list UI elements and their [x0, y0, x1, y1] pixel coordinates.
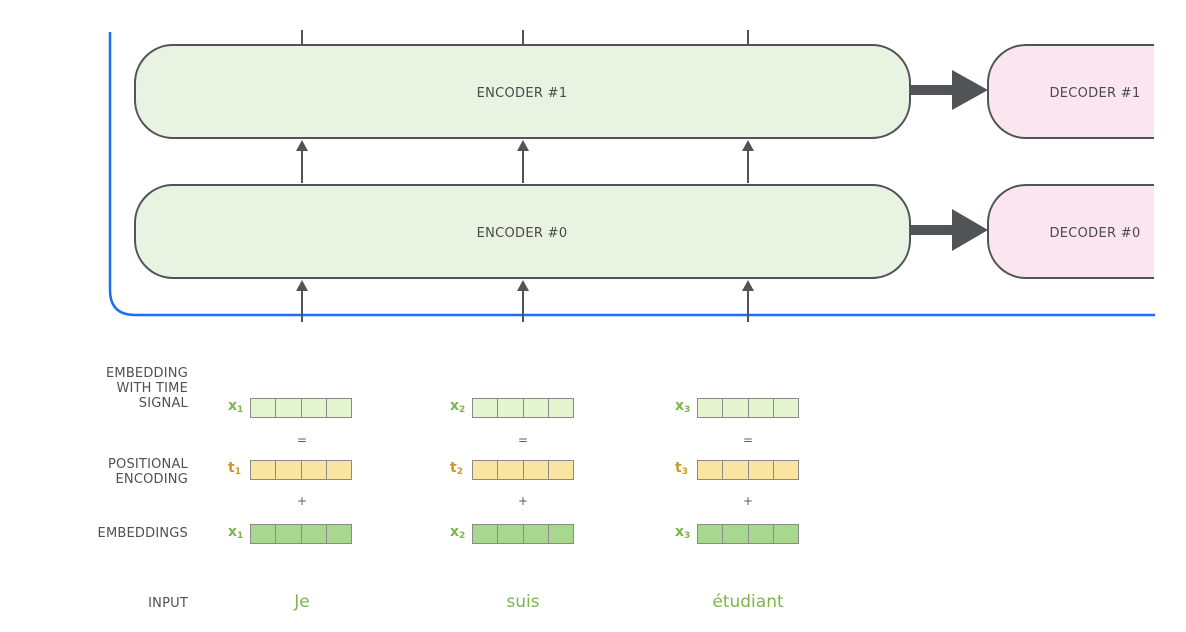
row-label-positional-encoding: POSITIONAL ENCODING — [107, 457, 188, 487]
vector-cell — [723, 461, 749, 479]
decoder-1-label: DECODER #1 — [1049, 86, 1140, 101]
vector-cell — [698, 399, 724, 417]
vector-cell — [773, 399, 798, 417]
token-3-equals: = — [742, 433, 754, 447]
encoder-0-to-decoder-0-arrow — [910, 209, 988, 251]
vector-cell — [523, 461, 549, 479]
token-2-embedding-label: x2 — [450, 524, 466, 541]
vector-cell — [723, 399, 749, 417]
row-label-embedding-with-time-signal: EMBEDDING WITH TIME SIGNAL — [105, 366, 188, 411]
encoder-1-label: ENCODER #1 — [477, 86, 568, 101]
encoder-0-to-1-arrows — [296, 140, 754, 183]
input-to-encoder-0-arrows — [296, 280, 754, 322]
vector-cell — [748, 399, 774, 417]
token-1-time-signal-vector — [250, 398, 352, 418]
vector-cell — [498, 461, 524, 479]
token-1-equals: = — [296, 433, 308, 447]
token-2-equals: = — [517, 433, 529, 447]
vector-cell — [773, 461, 798, 479]
vector-cell — [301, 461, 327, 479]
row-label-embeddings: EMBEDDINGS — [97, 526, 188, 541]
token-3-embedding-label: x3 — [675, 524, 691, 541]
vector-cell — [473, 461, 499, 479]
vector-cell — [523, 399, 549, 417]
vector-cell — [748, 461, 774, 479]
token-3-time-signal-vector — [697, 398, 799, 418]
vector-cell — [326, 525, 351, 543]
token-1-positional-label: t1 — [228, 460, 241, 477]
token-3-plus: + — [742, 494, 754, 508]
vector-cell — [251, 525, 277, 543]
token-3-positional-label: t3 — [675, 460, 688, 477]
vector-cell — [498, 399, 524, 417]
token-2-input-word: suis — [506, 592, 540, 612]
token-3-time-signal-label: x3 — [675, 398, 691, 415]
vector-cell — [276, 399, 302, 417]
vector-cell — [326, 461, 351, 479]
vector-cell — [523, 525, 549, 543]
decoder-1-box — [987, 44, 1154, 139]
token-1-input-word: Je — [294, 592, 310, 612]
vector-cell — [251, 399, 277, 417]
vector-cell — [251, 461, 277, 479]
vector-cell — [548, 461, 573, 479]
token-1-time-signal-label: x1 — [228, 398, 244, 415]
token-3-positional-vector — [697, 460, 799, 480]
row-label-input: INPUT — [148, 596, 188, 611]
vector-cell — [326, 399, 351, 417]
vector-cell — [723, 525, 749, 543]
token-3-input-word: étudiant — [712, 592, 784, 612]
vector-cell — [473, 525, 499, 543]
token-1-embedding-label: x1 — [228, 524, 244, 541]
vector-cell — [773, 525, 798, 543]
encoder-1-to-decoder-1-arrow — [910, 70, 988, 110]
vector-cell — [301, 525, 327, 543]
vector-cell — [473, 399, 499, 417]
vector-cell — [698, 525, 724, 543]
token-2-positional-label: t2 — [450, 460, 463, 477]
vector-cell — [498, 525, 524, 543]
vector-cell — [698, 461, 724, 479]
token-3-embedding-vector — [697, 524, 799, 544]
token-1-embedding-vector — [250, 524, 352, 544]
vector-cell — [748, 525, 774, 543]
vector-cell — [276, 461, 302, 479]
encoder-0-label: ENCODER #0 — [477, 226, 568, 241]
vector-cell — [276, 525, 302, 543]
encoder-stack-bracket — [108, 32, 1155, 317]
vector-cell — [301, 399, 327, 417]
token-2-plus: + — [517, 494, 529, 508]
token-2-time-signal-label: x2 — [450, 398, 466, 415]
decoder-0-box — [987, 184, 1154, 279]
token-1-plus: + — [296, 494, 308, 508]
vector-cell — [548, 399, 573, 417]
vector-cell — [548, 525, 573, 543]
decoder-0-label: DECODER #0 — [1049, 226, 1140, 241]
token-2-time-signal-vector — [472, 398, 574, 418]
token-2-positional-vector — [472, 460, 574, 480]
token-1-positional-vector — [250, 460, 352, 480]
token-2-embedding-vector — [472, 524, 574, 544]
